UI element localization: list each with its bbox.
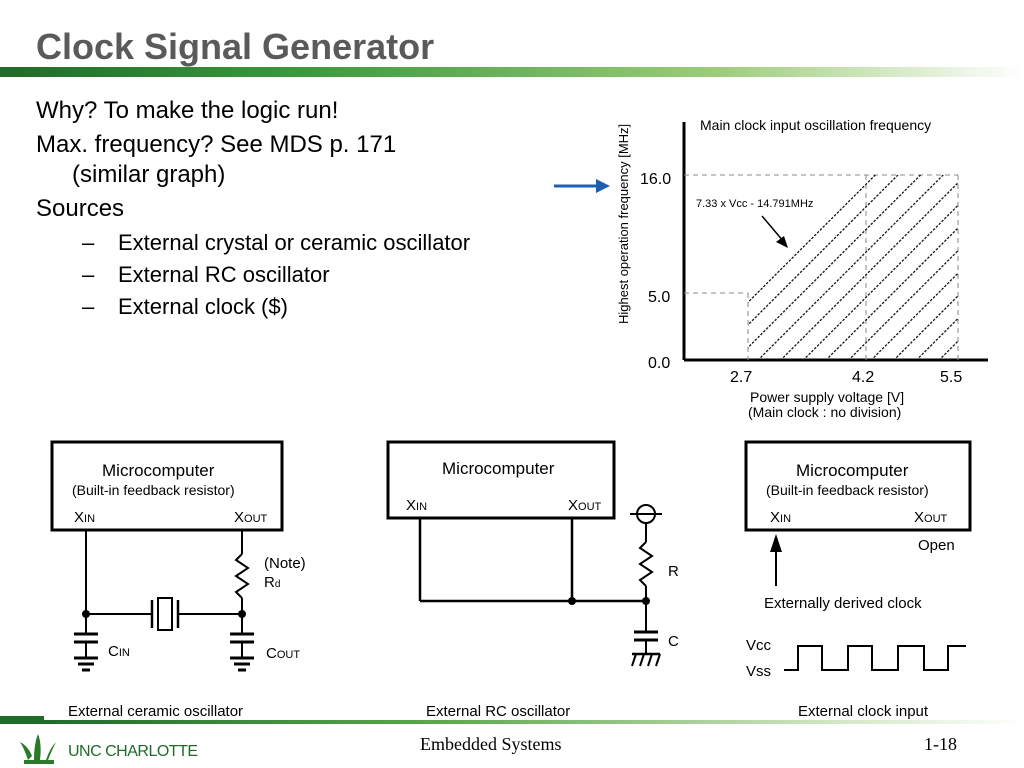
chip-box [386,440,616,520]
footer-divider [44,720,1024,724]
bullet-continuation: (similar graph) [72,161,226,188]
bullet-item: Max. frequency? See MDS p. 171 (similar g… [36,130,576,190]
footer-accent [0,716,44,724]
bullet-text: Sources [36,195,125,222]
crown-icon [20,734,56,764]
note-label: (Note) [264,555,306,572]
c-label: C [668,633,679,650]
x-axis-label-note: (Main clock : no division) [748,404,901,420]
sub-bullet-item: –External clock ($) [36,292,576,322]
clock-input-arrowhead [770,534,782,552]
chip-label: Microcomputer [796,461,909,480]
formula-annotation: 7.33 x Vcc - 14.791MHz [696,198,813,210]
circuit-caption: External RC oscillator [426,703,570,720]
xout-pin-label: XOUT [568,497,602,514]
annotation-leader [761,215,785,243]
ceramic-resonator [157,597,173,631]
y-tick-label: 16.0 [640,171,671,188]
clock-waveform [784,645,966,671]
derived-clock-label: Externally derived clock [764,595,922,612]
xout-pin-label: XOUT [914,509,948,526]
junction-dot [568,597,576,605]
resistor-r [638,541,654,587]
page-number: 1-18 [924,734,957,754]
sub-bullet-item: –External RC oscillator [36,260,576,290]
junction-dot [82,610,90,618]
dash-marker: – [82,262,95,287]
logo-wordmark: UNC CHARLOTTE [68,743,198,760]
bullet-text: Why? To make the logic run! [36,97,339,124]
x-tick-label: 5.5 [940,369,962,386]
y-tick-label: 0.0 [648,355,670,372]
title-divider [0,67,1024,77]
ceramic-oscillator-circuit: Microcomputer (Built-in feedback resisto… [50,440,306,720]
circuit-caption: External clock input [798,703,929,720]
chip-sublabel: (Built-in feedback resistor) [766,482,929,498]
x-axis-label: Power supply voltage [V] [750,389,904,405]
chip-box [50,440,284,532]
rc-oscillator-circuit: Microcomputer XIN XOUT R C External RC o… [386,440,679,720]
rd-label: Rd [264,574,280,591]
sub-bullet-text: External RC oscillator [118,262,330,287]
operating-area [748,175,958,360]
chip-box [744,440,972,532]
pointer-arrow-icon [554,179,610,193]
chip-label: Microcomputer [442,459,555,478]
dash-marker: – [82,230,95,255]
circuit-caption: External ceramic oscillator [68,703,243,720]
x-tick-label: 2.7 [730,369,752,386]
cin-label: CIN [108,643,130,660]
annotation-arrowhead [776,236,788,248]
chip-sublabel: (Built-in feedback resistor) [72,482,235,498]
xout-pin-label: XOUT [234,509,268,526]
r-label: R [668,563,679,580]
sub-bullet-item: –External crystal or ceramic oscillator [36,228,576,258]
open-label: Open [918,537,955,554]
chip-label: Microcomputer [102,461,215,480]
sub-bullet-text: External clock ($) [118,294,288,319]
bullet-item: Sources [36,194,576,224]
frequency-graph: Highest operation frequency [MHz] Main c… [616,117,988,420]
y-tick-label: 5.0 [648,289,670,306]
bullet-list: Why? To make the logic run! Max. frequen… [36,96,576,322]
junction-dot [238,610,246,618]
ground-symbol [655,653,661,667]
external-clock-circuit: Microcomputer (Built-in feedback resisto… [744,440,972,720]
graph-title: Main clock input oscillation frequency [700,117,931,133]
footer-course-title: Embedded Systems [420,734,562,754]
xin-pin-label: XIN [770,509,791,526]
xin-pin-label: XIN [74,509,95,526]
vcc-label: Vcc [746,637,772,654]
vss-label: Vss [746,663,771,680]
graph-ylabel: Highest operation frequency [MHz] [616,124,631,324]
ground-symbol [647,653,653,667]
sub-bullet-text: External crystal or ceramic oscillator [118,230,471,255]
dash-marker: – [82,294,95,319]
slide-title: Clock Signal Generator [36,26,435,67]
bullet-text: Max. frequency? See MDS p. 171 [36,131,397,158]
resistor-rd [234,553,250,599]
cout-label: COUT [266,645,300,662]
x-tick-label: 4.2 [852,369,874,386]
bullet-item: Why? To make the logic run! [36,96,576,126]
formula-backdrop [692,194,832,212]
ground-symbol [639,653,645,667]
unc-charlotte-logo: UNC CHARLOTTE [20,734,198,764]
ground-symbol [631,653,637,667]
xin-pin-label: XIN [406,497,427,514]
